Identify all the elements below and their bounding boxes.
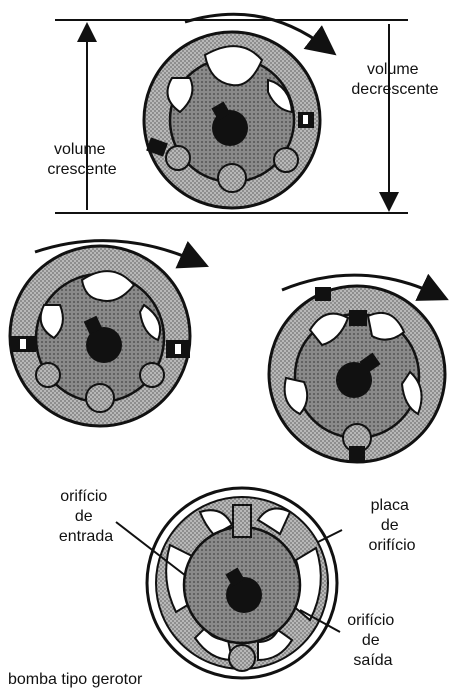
middle-right-gerotor <box>269 275 445 462</box>
port-plate-label: placa de orifício <box>368 497 415 554</box>
volume-decreasing-label: volume decrescente <box>351 61 438 98</box>
inlet-port-label: orifício de entrada <box>59 488 113 545</box>
bottom-gerotor-port-plate: orifício de entrada placa de orifício or… <box>8 488 416 688</box>
top-gerotor: volume decrescente volume crescente <box>47 14 438 213</box>
middle-left-gerotor <box>10 241 198 426</box>
outlet-port-label: orifício de saída <box>347 612 399 669</box>
caption: bomba tipo gerotor <box>8 671 143 688</box>
volume-increasing-label: volume crescente <box>47 141 116 178</box>
